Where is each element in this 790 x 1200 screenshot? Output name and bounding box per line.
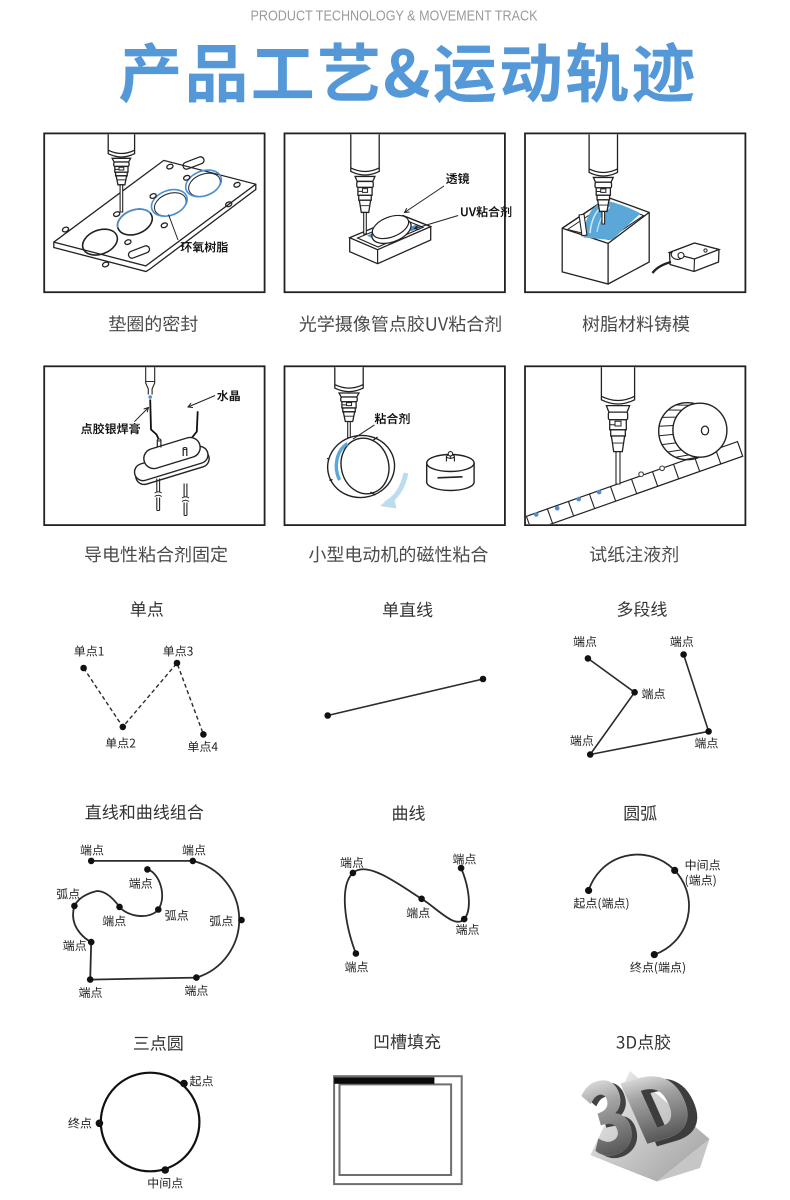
svg-text:PRODUCT TECHNOLOGY & MOVEMENT: PRODUCT TECHNOLOGY & MOVEMENT TRACK <box>251 8 538 24</box>
